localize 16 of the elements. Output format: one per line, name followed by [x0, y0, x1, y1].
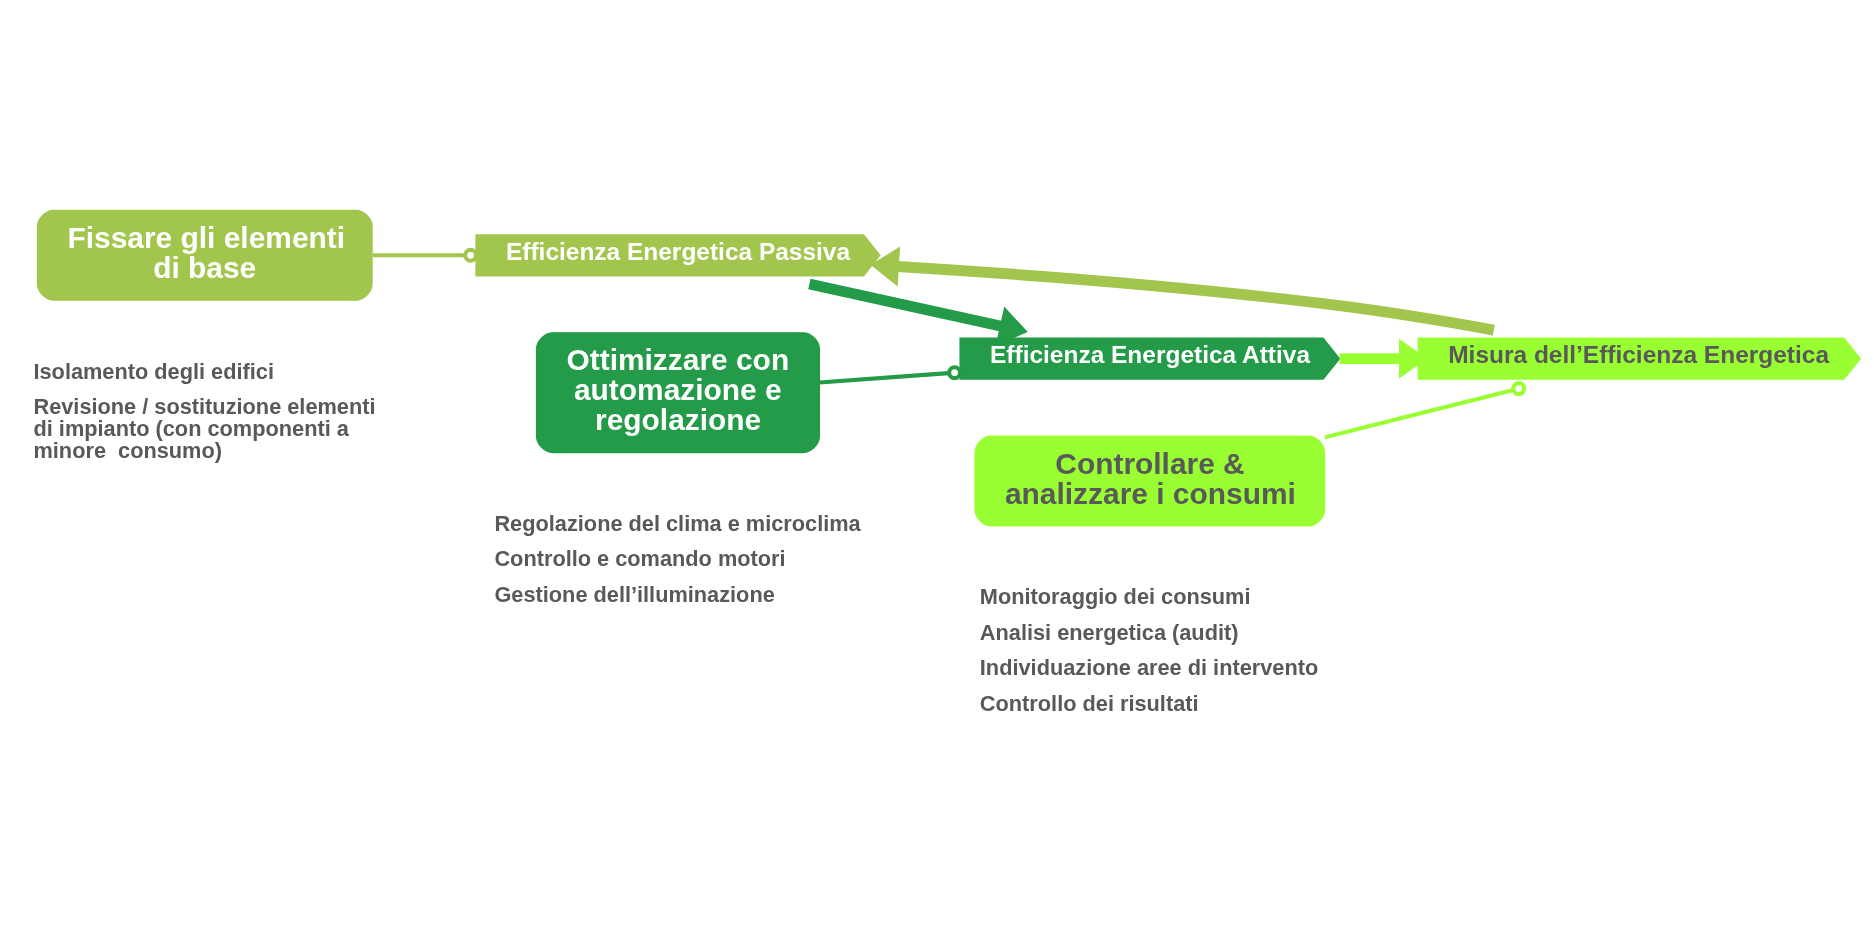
node-label: Controllo e comando motori	[494, 545, 786, 571]
node-box: Ottimizzare con automazione e regolazione	[535, 331, 821, 453]
node-label: Regolazione del clima e microclima	[494, 510, 861, 536]
node-label: Revisione / sostituzione elementi di impianto (con componenti a minore consumo)	[33, 393, 376, 463]
node-box: Fissare gli elementi di base	[36, 209, 373, 301]
node-label: Individuazione aree di intervento	[979, 654, 1319, 680]
node-label: Controllo dei risultati	[979, 690, 1199, 716]
connector	[372, 247, 479, 263]
node-label: Monitoraggio dei consumi	[979, 583, 1251, 609]
arrow	[870, 246, 1495, 335]
node-box: Controllare & analizzare i consumi	[974, 434, 1326, 527]
connector	[819, 364, 963, 384]
node-label: Analisi energetica (audit)	[979, 619, 1239, 645]
node-label: Isolamento degli edifici	[33, 358, 274, 384]
connector	[1324, 380, 1527, 439]
node-label: Gestione dell’illuminazione	[494, 581, 775, 607]
